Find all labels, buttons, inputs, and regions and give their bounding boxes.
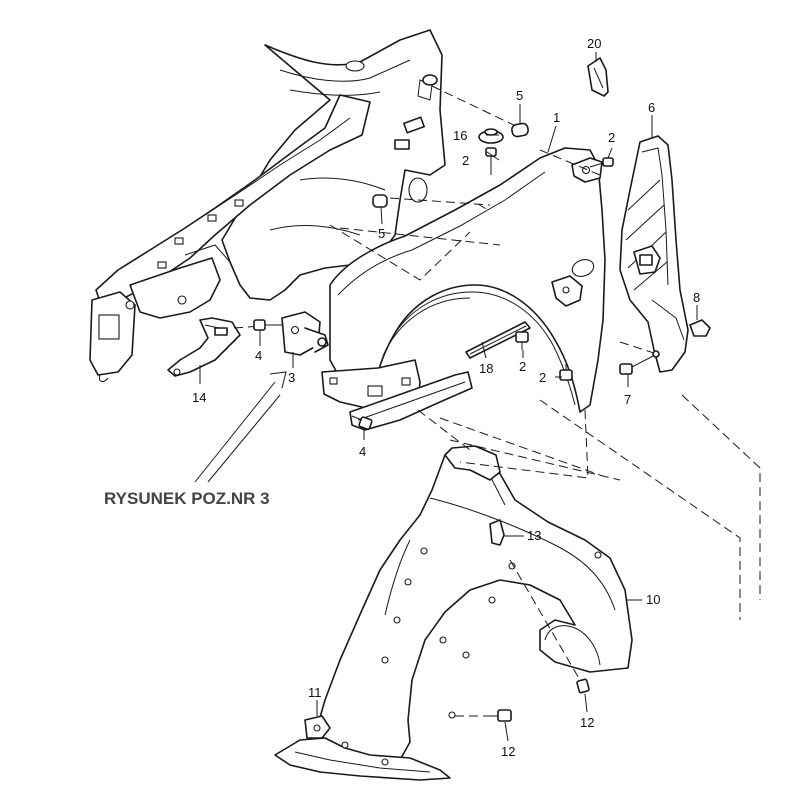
callout-11: 11 xyxy=(308,685,322,700)
leader-lines xyxy=(199,52,698,742)
insulator-panel-6 xyxy=(619,135,689,373)
callout-20: 20 xyxy=(587,36,601,51)
callout-2-a: 2 xyxy=(462,153,469,168)
bushing-5-lower xyxy=(372,194,388,208)
assembly-dashes xyxy=(233,85,761,717)
callout-12-a: 12 xyxy=(580,715,594,730)
bracket-3 xyxy=(281,311,329,356)
callout-4-b: 4 xyxy=(359,444,366,459)
fender-1 xyxy=(321,147,606,431)
callout-18: 18 xyxy=(479,361,493,376)
callout-10: 10 xyxy=(646,592,660,607)
frame-rail xyxy=(89,94,371,383)
callout-4-a: 4 xyxy=(255,348,262,363)
callout-14: 14 xyxy=(192,390,206,405)
caption-text: RYSUNEK POZ.NR 3 xyxy=(104,489,270,508)
callout-5-lower: 5 xyxy=(378,226,385,241)
clip-nut-11 xyxy=(304,715,331,739)
callout-13: 13 xyxy=(527,528,541,543)
callout-2-c: 2 xyxy=(519,359,526,374)
caption-arrow xyxy=(194,371,287,483)
body-frame xyxy=(221,29,446,301)
bushing-5-upper xyxy=(511,122,529,138)
callout-16: 16 xyxy=(453,128,467,143)
screw-12-b xyxy=(485,709,512,722)
clip-13 xyxy=(489,519,505,546)
bolt-2-d xyxy=(559,364,573,381)
callout-6: 6 xyxy=(648,100,655,115)
screw-12-a xyxy=(576,678,590,694)
wheel-liner-10 xyxy=(274,445,633,781)
bolt-2-a xyxy=(485,147,497,175)
clip-8 xyxy=(689,319,711,337)
trim-strip-18 xyxy=(465,321,531,359)
bolt-2-b xyxy=(589,157,614,168)
bolt-4-b xyxy=(351,415,373,430)
callout-7: 7 xyxy=(624,392,631,407)
screw-7 xyxy=(619,350,660,375)
bracket-14 xyxy=(167,317,241,377)
fasteners xyxy=(253,122,711,739)
callout-labels: 20 6 5 1 16 2 2 5 8 4 3 14 18 2 2 7 4 13… xyxy=(192,36,700,759)
callout-1: 1 xyxy=(553,110,560,125)
nut-16 xyxy=(478,128,504,144)
callout-2-b: 2 xyxy=(608,130,615,145)
callout-3: 3 xyxy=(288,370,295,385)
callout-2-d: 2 xyxy=(539,370,546,385)
callout-5-upper: 5 xyxy=(516,88,523,103)
seal-20 xyxy=(587,57,609,97)
bolt-2-c xyxy=(515,331,529,350)
bolt-4-a xyxy=(253,319,282,331)
callout-8: 8 xyxy=(693,290,700,305)
callout-12-b: 12 xyxy=(501,744,515,759)
